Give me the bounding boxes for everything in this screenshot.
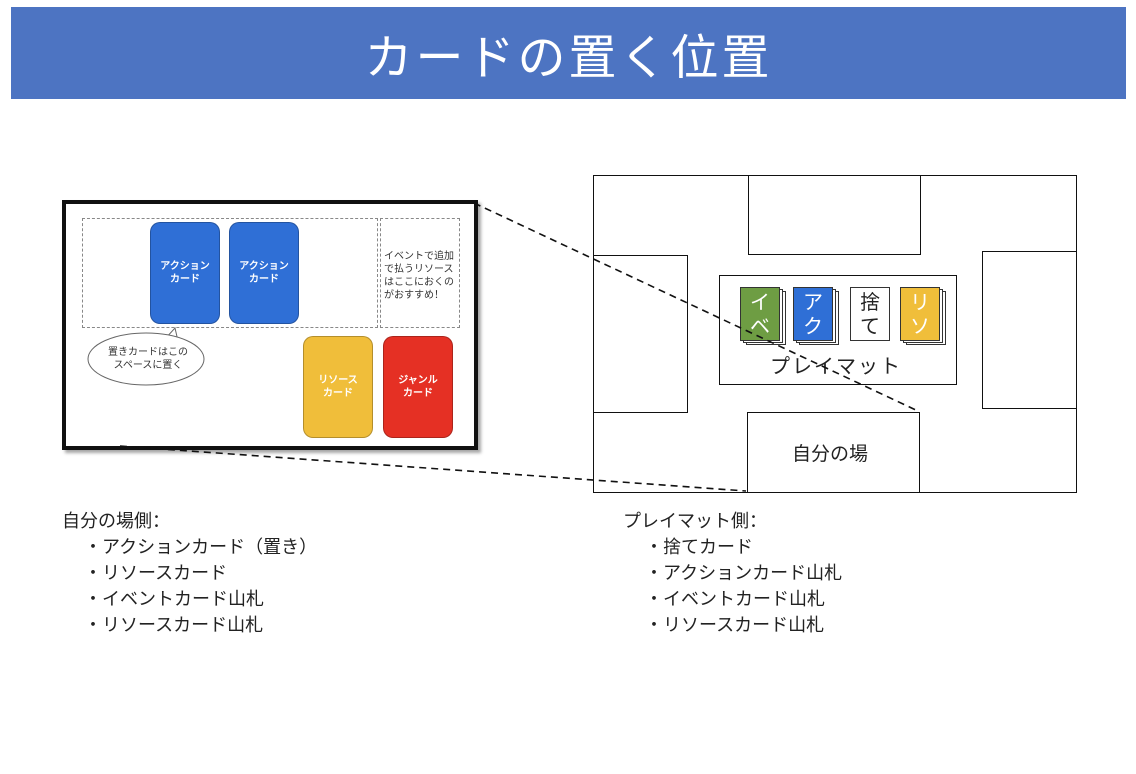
page-title: カードの置く位置 — [364, 30, 773, 86]
playmat-label: プレイマット — [770, 354, 902, 378]
discard-pile-label: 捨 て — [860, 290, 880, 338]
resource-card-label: リソース カード — [318, 375, 358, 399]
placed-card-area — [82, 218, 378, 328]
genre-card-label: ジャンル カード — [398, 375, 438, 399]
genre-card: ジャンル カード — [383, 336, 453, 438]
title-bar: カードの置く位置 — [11, 7, 1126, 99]
list-item: リソースカード山札 — [623, 613, 842, 639]
list-item: イベントカード山札 — [623, 587, 842, 613]
discard-pile: 捨 て — [850, 287, 890, 343]
action-card-1: アクション カード — [150, 222, 220, 324]
resource-deck-pile: リ ソ — [900, 287, 946, 345]
opponent-area-right — [982, 251, 1077, 409]
playmat-side-list: プレイマット側： 捨てカード アクションカード山札 イベントカード山札 リソース… — [623, 509, 842, 639]
self-area — [747, 412, 920, 493]
action-card-2: アクション カード — [229, 222, 299, 324]
self-side-heading: 自分の場側： — [62, 511, 170, 532]
speech-bubble — [87, 326, 205, 386]
self-side-list: 自分の場側： アクションカード（置き） リソースカード イベントカード山札 リソ… — [62, 509, 317, 639]
list-item: アクションカード（置き） — [62, 535, 317, 561]
list-item: リソースカード — [62, 561, 317, 587]
action-pile-label: ア ク — [803, 290, 823, 338]
list-item: アクションカード山札 — [623, 561, 842, 587]
action-card-1-label: アクション カード — [160, 261, 210, 285]
opponent-area-left — [593, 255, 688, 413]
playmat-side-heading: プレイマット側： — [623, 511, 767, 532]
event-pile-label: イ ベ — [750, 290, 770, 338]
event-note-area — [380, 218, 460, 328]
action-card-2-label: アクション カード — [239, 261, 289, 285]
resource-pile-label: リ ソ — [910, 290, 930, 338]
event-deck-pile: イ ベ — [740, 287, 786, 345]
resource-card: リソース カード — [303, 336, 373, 438]
action-deck-pile: ア ク — [793, 287, 839, 345]
list-item: イベントカード山札 — [62, 587, 317, 613]
bubble-note-text: 置きカードはこの スペースに置く — [108, 347, 188, 371]
list-item: リソースカード山札 — [62, 613, 317, 639]
opponent-area-top — [748, 175, 921, 255]
zoomed-self-area: アクション カード アクション カード リソース カード ジャンル カード イベ… — [62, 200, 478, 450]
list-item: 捨てカード — [623, 535, 842, 561]
self-area-label: 自分の場 — [792, 443, 869, 465]
event-note-text: イベントで追加 で払うリソース はここにおくの がおすすめ！ — [384, 251, 454, 301]
